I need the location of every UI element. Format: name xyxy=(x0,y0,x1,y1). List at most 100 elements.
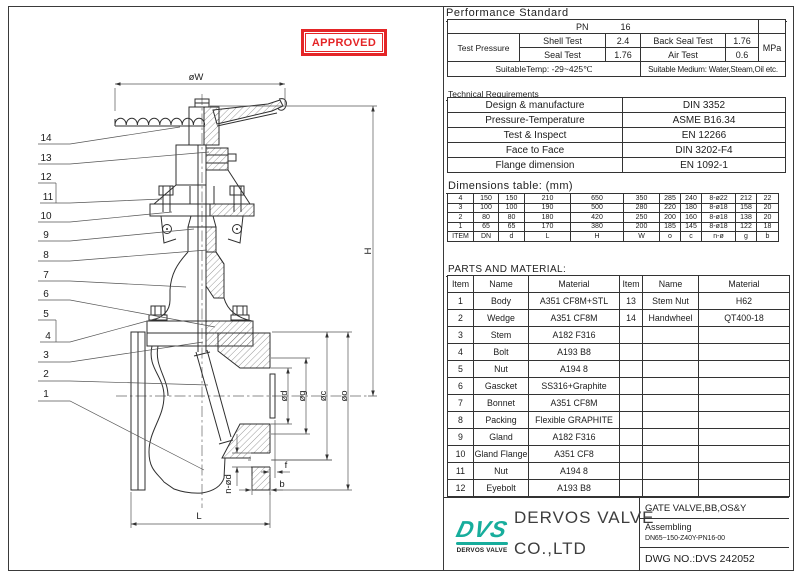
dim-label-f: f xyxy=(285,460,288,471)
table-cell: 4 xyxy=(447,193,474,204)
table-cell: A182 F316 xyxy=(528,326,620,344)
dim-label-o: øo xyxy=(339,390,350,401)
table-cell: Test & Inspect xyxy=(447,127,623,143)
table-cell: DIN 3352 xyxy=(622,97,786,113)
table-cell xyxy=(642,343,699,361)
table-cell: 250 xyxy=(623,212,660,223)
dim-label-c: øc xyxy=(318,390,329,401)
table-cell: 65 xyxy=(498,221,525,232)
table-cell: Bonnet xyxy=(473,394,529,412)
table-cell: SS316+Graphite xyxy=(528,377,620,395)
table-cell: 2 xyxy=(447,309,474,327)
table-cell: Gascket xyxy=(473,377,529,395)
header-cell: Material xyxy=(698,275,790,293)
company-logo: DVS DERVOS VALVE xyxy=(454,516,511,554)
table-cell: Design & manufacture xyxy=(447,97,623,113)
table-cell: W xyxy=(623,231,660,242)
part-label: 5 xyxy=(43,309,49,320)
table-cell: 158 xyxy=(735,202,757,213)
table-cell xyxy=(619,479,643,497)
table-cell xyxy=(619,428,643,446)
shell-test-label: Shell Test xyxy=(519,33,606,48)
table-cell: 8-ø18 xyxy=(701,221,736,232)
table-cell xyxy=(642,462,699,480)
table-cell: b xyxy=(756,231,779,242)
drawing-info-block: GATE VALVE,BB,OS&Y Assembling DN65~150-Z… xyxy=(639,498,789,571)
table-cell xyxy=(642,326,699,344)
pn-value: 16 xyxy=(620,21,631,32)
part-label: 2 xyxy=(43,369,49,380)
company-block: DVS DERVOS VALVE DERVOS VALVE CO.,LTD xyxy=(444,498,654,571)
table-cell xyxy=(698,479,790,497)
table-cell: 12 xyxy=(447,479,474,497)
table-cell: 13 xyxy=(619,292,643,310)
table-cell: 180 xyxy=(680,202,702,213)
table-cell: DN xyxy=(473,231,499,242)
test-pressure-label: Test Pressure xyxy=(447,33,520,62)
table-cell: A351 CF8 xyxy=(528,445,620,463)
table-cell: 180 xyxy=(524,212,571,223)
table-cell xyxy=(642,428,699,446)
table-cell: Pressure-Temperature xyxy=(447,112,623,128)
table-cell: 185 xyxy=(659,221,681,232)
back-seal-label: Back Seal Test xyxy=(640,33,726,48)
sheet-border xyxy=(8,6,794,571)
table-cell: 145 xyxy=(680,221,702,232)
table-cell: 212 xyxy=(735,193,757,204)
header-cell: Item xyxy=(619,275,643,293)
table-cell: A193 B8 xyxy=(528,479,620,497)
company-line2: CO.,LTD xyxy=(514,539,587,558)
table-cell: Stem xyxy=(473,326,529,344)
part-label: 11 xyxy=(43,192,54,203)
table-cell xyxy=(619,326,643,344)
table-cell: 220 xyxy=(659,202,681,213)
dim-label-d: ød xyxy=(279,390,290,401)
model-number: DN65~150-Z40Y-PN16-00 xyxy=(645,535,725,542)
table-cell: 285 xyxy=(659,193,681,204)
table-cell xyxy=(619,411,643,429)
table-cell xyxy=(619,360,643,378)
dim-label-n: n-ød xyxy=(223,474,234,494)
table-cell: 150 xyxy=(498,193,525,204)
table-cell xyxy=(619,377,643,395)
part-number-labels: 14 13 12 11 10 9 8 7 6 5 4 3 2 1 xyxy=(40,133,53,400)
table-cell: 8-ø18 xyxy=(701,202,736,213)
seal-test-label: Seal Test xyxy=(519,47,606,62)
table-cell: 100 xyxy=(498,202,525,213)
approved-stamp-text: APPROVED xyxy=(305,33,383,52)
table-cell: d xyxy=(498,231,525,242)
table-cell: 8-ø18 xyxy=(701,212,736,223)
table-cell: 11 xyxy=(447,462,474,480)
shell-test-value: 2.4 xyxy=(605,33,641,48)
table-cell: 22 xyxy=(756,193,779,204)
part-label: 10 xyxy=(40,211,52,222)
table-cell: 3 xyxy=(447,326,474,344)
table-cell: A194 8 xyxy=(528,462,620,480)
table-cell: 1 xyxy=(447,292,474,310)
header-cell: Item xyxy=(447,275,474,293)
table-cell: Nut xyxy=(473,462,529,480)
table-cell: 80 xyxy=(498,212,525,223)
suitable-medium: Suitable Medium: Water,Steam,Oil etc. xyxy=(639,61,787,77)
table-cell: 190 xyxy=(524,202,571,213)
table-cell xyxy=(698,462,790,480)
dim-label-w: øW xyxy=(189,72,204,83)
table-cell xyxy=(642,411,699,429)
part-label: 13 xyxy=(40,153,52,164)
table-cell: 200 xyxy=(623,221,660,232)
